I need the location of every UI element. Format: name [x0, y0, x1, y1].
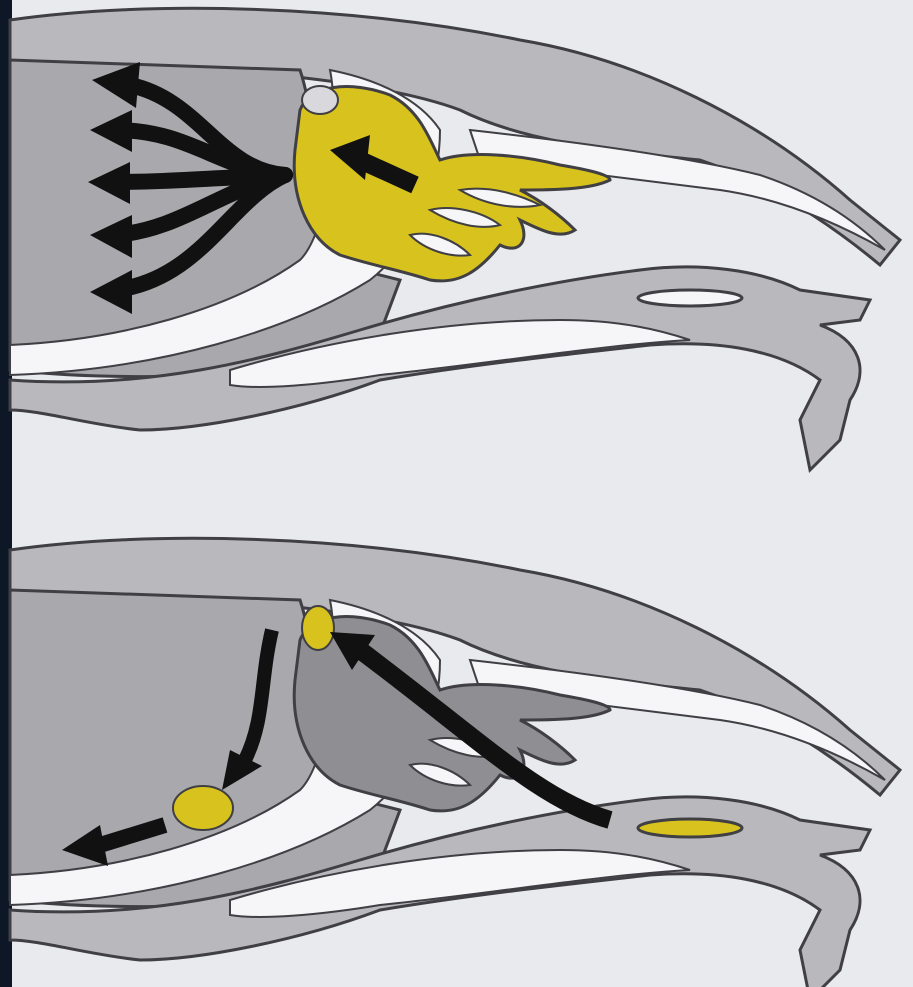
- upper-skull-panel: [10, 8, 900, 470]
- amygdala-target: [173, 786, 233, 830]
- lower-skull-panel: [10, 538, 900, 987]
- accessory-olfactory-bulb: [302, 606, 334, 650]
- vomeronasal-organ-lower: [638, 819, 742, 837]
- vomeronasal-organ-upper: [638, 290, 742, 306]
- bone-knob: [302, 86, 338, 114]
